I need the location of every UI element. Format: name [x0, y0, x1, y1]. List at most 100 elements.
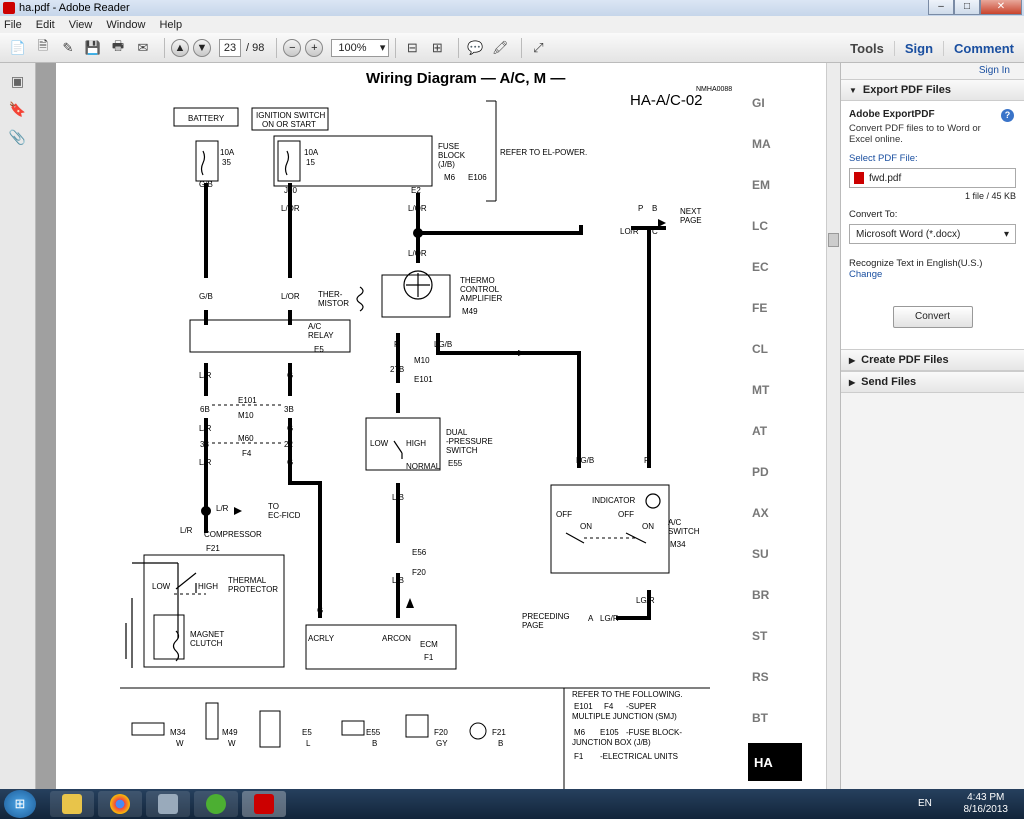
tab-mt[interactable]: MT: [752, 383, 770, 397]
menu-help[interactable]: Help: [159, 18, 183, 31]
menu-window[interactable]: Window: [106, 18, 146, 31]
menu-file[interactable]: File: [4, 18, 22, 31]
tab-rs[interactable]: RS: [752, 670, 769, 684]
tools-link[interactable]: Tools: [850, 40, 884, 56]
fullscreen-icon[interactable]: ⤢: [533, 39, 544, 55]
attachments-icon[interactable]: 📎: [8, 129, 27, 145]
tab-ma[interactable]: MA: [752, 137, 771, 151]
active-tab-bg: [748, 743, 802, 781]
tab-pd[interactable]: PD: [752, 465, 769, 479]
connector-b: B: [652, 204, 657, 213]
convert-format-select[interactable]: Microsoft Word (*.docx) ▾: [849, 224, 1016, 244]
connector-33: 33: [200, 440, 209, 449]
legend-m34: M34: [170, 728, 186, 737]
comment-bubble-icon[interactable]: 💬: [467, 39, 484, 55]
zoom-out-button[interactable]: −: [283, 38, 302, 57]
wire-lr-4: L/R: [216, 504, 229, 513]
save-icon[interactable]: 💾: [84, 39, 102, 55]
ac-switch-label-2: SWITCH: [668, 527, 700, 536]
send-files-header[interactable]: ▶Send Files: [841, 371, 1024, 393]
menu-view[interactable]: View: [68, 18, 93, 31]
help-icon[interactable]: ?: [1001, 109, 1014, 122]
bookmarks-icon[interactable]: 🔖: [8, 101, 27, 117]
connector-a: A: [588, 614, 594, 623]
wiring-diagram: Wiring Diagram — A/C, M — NMHA0088 HA-A/…: [120, 70, 802, 789]
taskbar-utorrent[interactable]: [194, 791, 238, 817]
comment-link[interactable]: Comment: [943, 40, 1024, 56]
convert-icon[interactable]: 🗎: [37, 37, 49, 53]
tab-st[interactable]: ST: [752, 629, 768, 643]
taskbar-explorer[interactable]: [50, 791, 94, 817]
connector-m10: M10: [414, 356, 430, 365]
tab-ec[interactable]: EC: [752, 260, 769, 274]
connector-f1: F1: [424, 653, 434, 662]
arcon-label: ARCON: [382, 634, 411, 643]
change-language-link[interactable]: Change: [849, 269, 883, 280]
tab-em[interactable]: EM: [752, 178, 770, 192]
wire-p-2: P: [644, 456, 649, 465]
start-button[interactable]: ⊞: [4, 790, 36, 818]
language-indicator[interactable]: EN: [918, 798, 932, 809]
tab-fe[interactable]: FE: [752, 301, 767, 315]
to-ec-label-2: EC-FICD: [268, 511, 301, 520]
sign-in-link[interactable]: Sign In: [978, 65, 1010, 76]
next-page-label-1: NEXT: [680, 207, 701, 216]
page-thumbnails-icon[interactable]: ▣: [10, 73, 25, 89]
tab-cl[interactable]: CL: [752, 342, 768, 356]
fuse-block-label-3: (J/B): [438, 160, 455, 169]
previous-page-button[interactable]: ▲: [171, 38, 189, 57]
tab-gi[interactable]: GI: [752, 96, 765, 110]
create-pdf-header[interactable]: ▶Create PDF Files: [841, 349, 1024, 371]
on-label-1: ON: [580, 522, 592, 531]
convert-button[interactable]: Convert: [892, 306, 973, 328]
fit-width-icon[interactable]: ⊞: [431, 39, 443, 55]
thermistor-label-2: MISTOR: [318, 299, 349, 308]
document-area[interactable]: Wiring Diagram — A/C, M — NMHA0088 HA-A/…: [36, 63, 824, 789]
tab-br[interactable]: BR: [752, 588, 770, 602]
email-icon[interactable]: ✉: [137, 39, 149, 55]
selected-file[interactable]: fwd.pdf: [849, 168, 1016, 188]
wire-g-2: G: [287, 424, 293, 433]
taskbar-adobe-reader[interactable]: [242, 791, 286, 817]
tab-ha[interactable]: HA: [754, 755, 773, 770]
vertical-scrollbar[interactable]: [826, 63, 840, 789]
next-page-button[interactable]: ▼: [193, 38, 211, 57]
tab-at[interactable]: AT: [752, 424, 768, 438]
maximize-button[interactable]: □: [954, 0, 980, 15]
edit-icon[interactable]: ✎: [62, 39, 74, 55]
low-label-1: LOW: [370, 439, 389, 448]
tab-su[interactable]: SU: [752, 547, 769, 561]
print-icon[interactable]: 🖶: [111, 37, 125, 53]
highlight-icon[interactable]: 🖍: [492, 39, 509, 55]
clock[interactable]: 4:43 PM 8/16/2013: [964, 792, 1009, 816]
scrollbar-thumb[interactable]: [828, 233, 839, 247]
taskbar-chrome[interactable]: [98, 791, 142, 817]
create-pdf-icon[interactable]: 📄: [9, 39, 27, 55]
legend-f21-color: B: [498, 739, 503, 748]
export-pdf-header[interactable]: ▼Export PDF Files: [841, 79, 1024, 101]
minimize-button[interactable]: –: [928, 0, 954, 15]
close-button[interactable]: ✕: [980, 0, 1022, 15]
tab-bt[interactable]: BT: [752, 711, 769, 725]
magnet-label-2: CLUTCH: [190, 639, 223, 648]
ref-super: -SUPER: [626, 702, 656, 711]
taskbar-calculator[interactable]: [146, 791, 190, 817]
tab-lc[interactable]: LC: [752, 219, 768, 233]
folder-icon: [62, 794, 82, 814]
chevron-down-icon: ▾: [379, 42, 386, 54]
zoom-select[interactable]: 100%▾: [331, 38, 390, 57]
ref-m6: M6: [574, 728, 586, 737]
tab-ax[interactable]: AX: [752, 506, 769, 520]
convert-format-value: Microsoft Word (*.docx): [856, 228, 961, 240]
sign-link[interactable]: Sign: [893, 40, 943, 56]
menu-edit[interactable]: Edit: [35, 18, 55, 31]
connector-j10: J10: [284, 186, 297, 195]
page-number-input[interactable]: 23: [219, 38, 241, 57]
send-files-title: Send Files: [861, 376, 917, 388]
ignition-label-1: IGNITION SWITCH: [256, 111, 326, 120]
fit-page-icon[interactable]: ⊟: [406, 39, 418, 55]
chevron-down-icon: ▾: [1003, 228, 1009, 240]
wire-g-3: G: [287, 458, 293, 467]
zoom-in-button[interactable]: +: [305, 38, 324, 57]
select-file-label[interactable]: Select PDF File:: [849, 153, 918, 164]
